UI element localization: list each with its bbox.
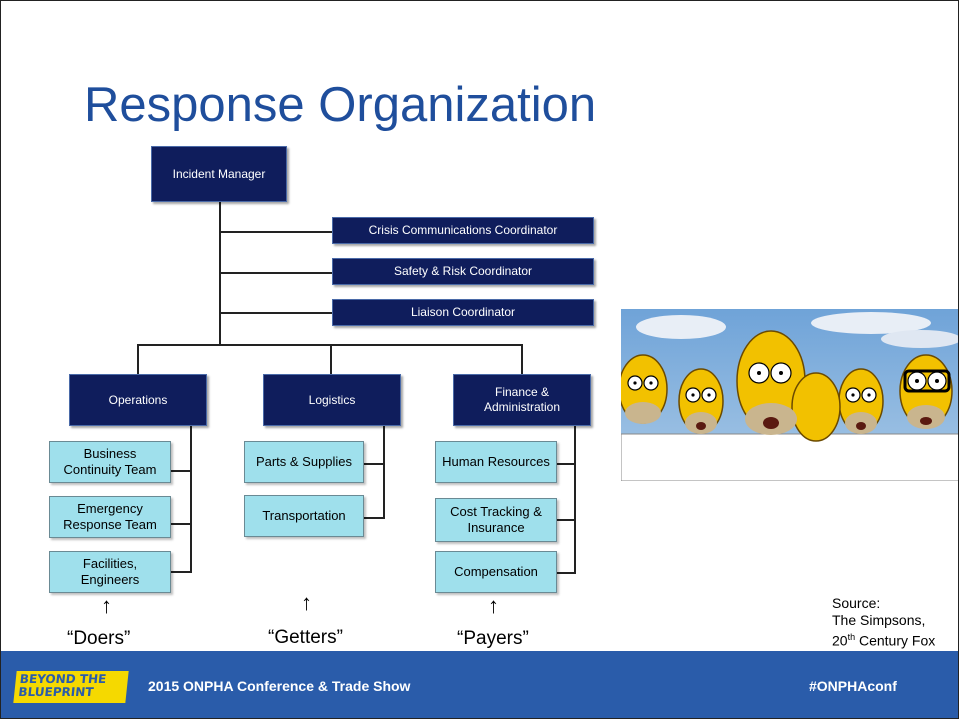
parts-supplies-box: Parts & Supplies <box>244 441 364 483</box>
connector-line <box>137 344 139 374</box>
doers-label: “Doers” <box>67 628 131 649</box>
simpsons-image <box>621 309 958 481</box>
facilities-engineers-box: Facilities, Engineers <box>49 551 171 593</box>
source-line: Source: <box>832 595 881 611</box>
connector-line <box>137 344 522 346</box>
connector-line <box>170 470 192 472</box>
getters-label: “Getters” <box>268 627 343 648</box>
footer-hashtag: #ONPHAconf <box>809 678 897 694</box>
connector-line <box>219 272 332 274</box>
finance-administration-box: Finance &Administration <box>453 374 591 426</box>
homer-crowd-icon <box>621 309 958 481</box>
connector-line <box>330 344 332 374</box>
payers-label: “Payers” <box>457 628 529 649</box>
arrow-up-icon: ↑ <box>488 593 499 618</box>
connector-line <box>556 519 576 521</box>
human-resources-box: Human Resources <box>435 441 557 483</box>
emergency-response-box: Emergency Response Team <box>49 496 171 538</box>
connector-line <box>521 344 523 374</box>
arrow-up-icon: ↑ <box>301 590 312 615</box>
safety-risk-box: Safety & Risk Coordinator <box>332 258 594 285</box>
connector-line <box>383 426 385 518</box>
connector-line <box>219 312 332 314</box>
connector-line <box>363 517 385 519</box>
connector-line <box>170 571 192 573</box>
operations-box: Operations <box>69 374 207 426</box>
connector-line <box>556 572 576 574</box>
slide-title: Response Organization <box>84 78 597 132</box>
footer-title: 2015 ONPHA Conference & Trade Show <box>148 678 411 694</box>
business-continuity-box: Business Continuity Team <box>49 441 171 483</box>
source-line: The Simpsons, <box>832 612 926 628</box>
connector-line <box>574 426 576 573</box>
logistics-box: Logistics <box>263 374 401 426</box>
source-line: 20th Century Fox <box>832 632 936 649</box>
arrow-up-icon: ↑ <box>101 593 112 618</box>
compensation-box: Compensation <box>435 551 557 593</box>
connector-line <box>219 231 332 233</box>
transportation-box: Transportation <box>244 495 364 537</box>
connector-line <box>556 463 576 465</box>
cost-tracking-box: Cost Tracking & Insurance <box>435 498 557 542</box>
crisis-communications-box: Crisis Communications Coordinator <box>332 217 594 244</box>
connector-line <box>170 523 192 525</box>
connector-line <box>190 426 192 572</box>
incident-manager-box: Incident Manager <box>151 146 287 202</box>
liaison-box: Liaison Coordinator <box>332 299 594 326</box>
source-caption: Source: The Simpsons, 20th Century Fox <box>832 595 935 650</box>
connector-line <box>363 463 385 465</box>
